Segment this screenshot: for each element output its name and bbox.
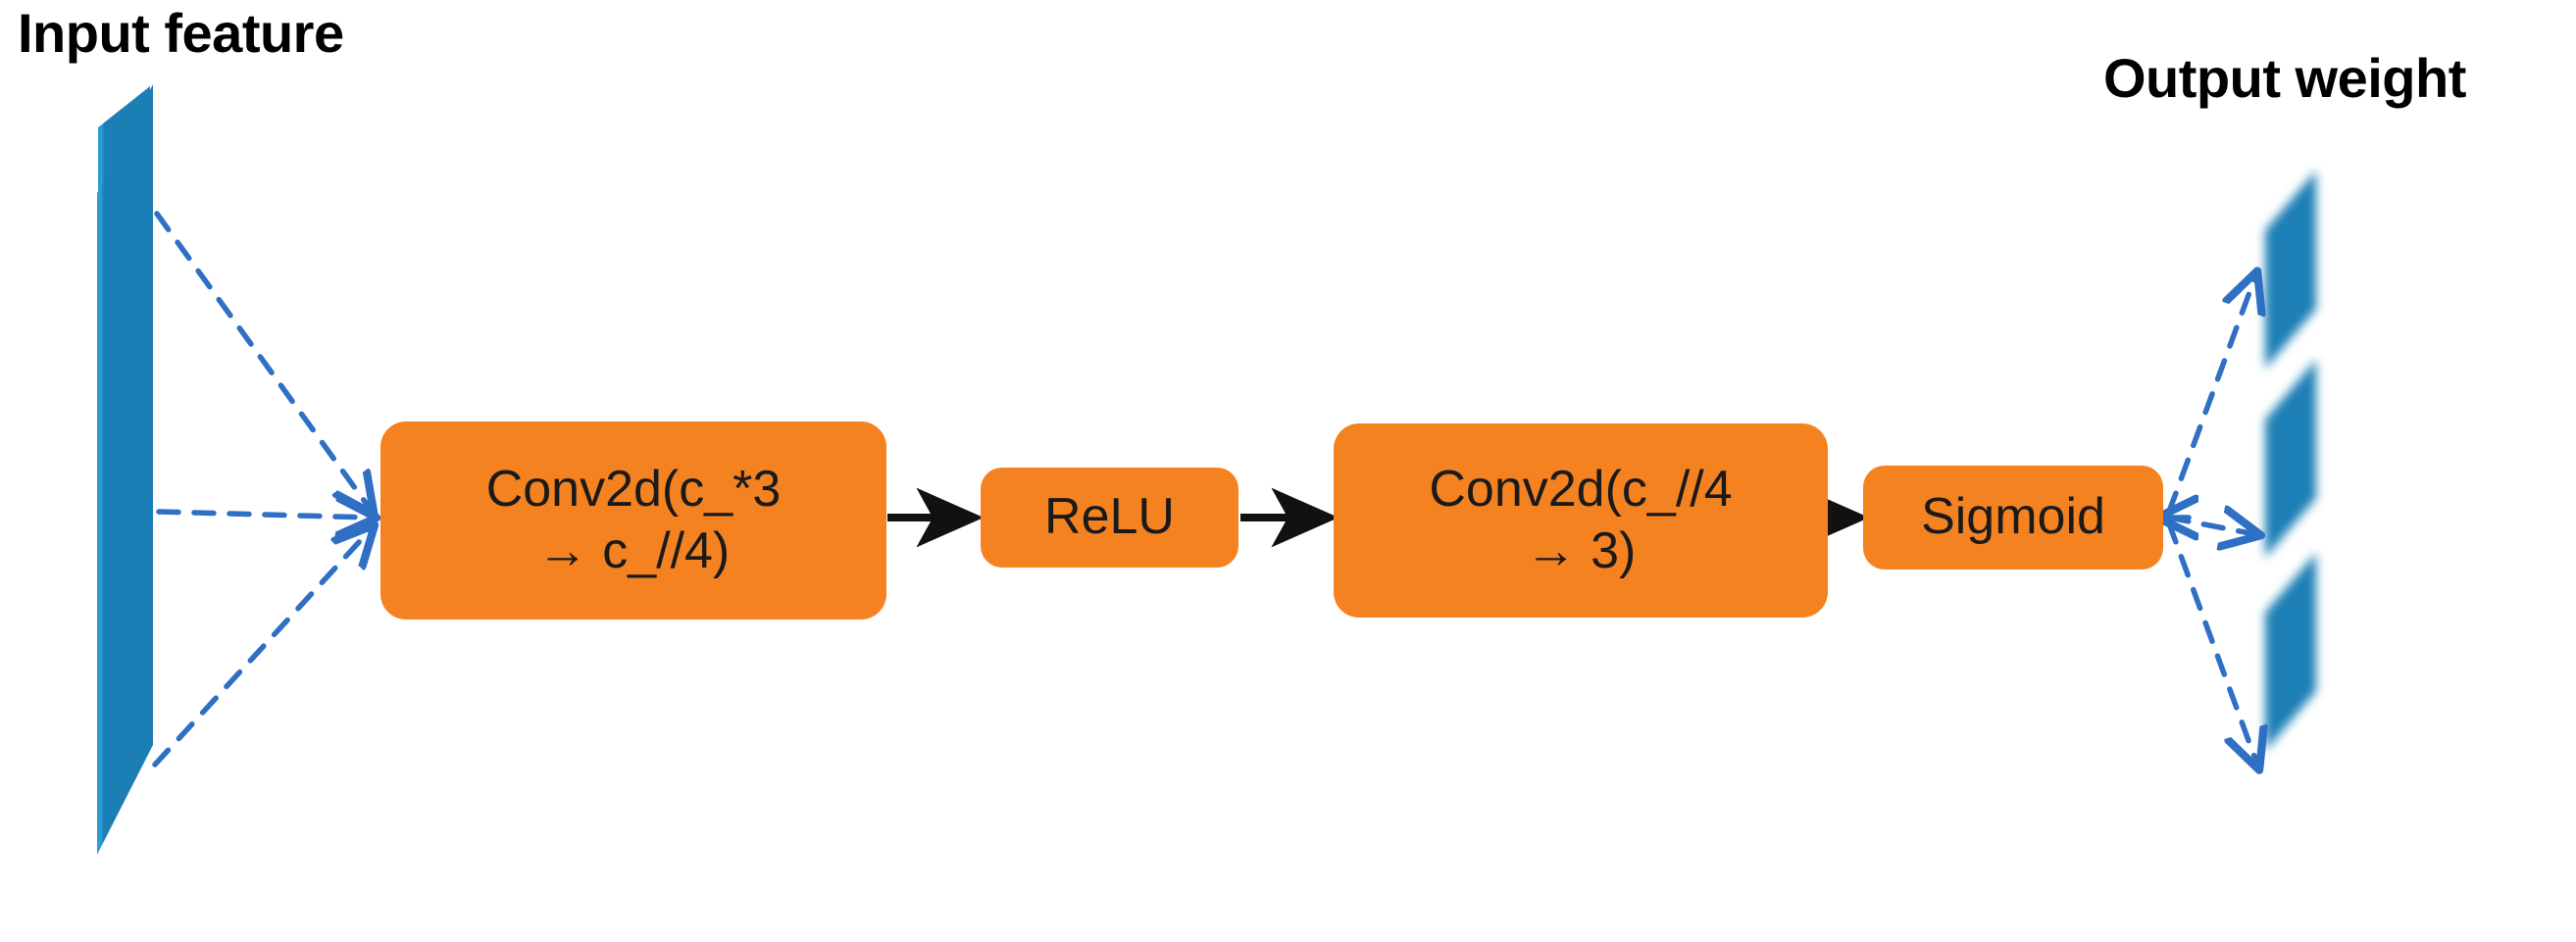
dashed-arrow-out-1 (2166, 276, 2255, 515)
output-weight-title: Output weight (2103, 47, 2466, 109)
conv2d-out-label: Conv2d(c_//4 → 3) (1429, 460, 1733, 579)
conv2d-in-label: Conv2d(c_*3 → c_//4) (485, 460, 782, 579)
dashed-arrow-in-2 (156, 512, 371, 518)
conv2d-out-block[interactable]: Conv2d(c_//4 → 3) (1334, 423, 1828, 618)
dashed-arrow-in-1 (154, 211, 371, 510)
relu-block[interactable]: ReLU (981, 468, 1238, 568)
dashed-fan-out (2163, 276, 2257, 765)
input-slabs (97, 84, 153, 855)
dashed-arrow-out-3 (2166, 521, 2257, 765)
dashed-arrow-in-3 (152, 529, 371, 768)
conv2d-in-block[interactable]: Conv2d(c_*3 → c_//4) (380, 421, 886, 620)
sigmoid-label: Sigmoid (1921, 488, 2105, 546)
output-feature-group (2265, 171, 2316, 751)
output-slab-top (2265, 171, 2316, 369)
input-feature-title: Input feature (18, 2, 344, 64)
relu-label: ReLU (1044, 488, 1175, 546)
output-slab-bottom (2265, 553, 2316, 751)
sigmoid-block[interactable]: Sigmoid (1863, 466, 2163, 570)
input-slab-bottom (97, 469, 153, 855)
output-slab-middle (2265, 360, 2316, 558)
dashed-fan-in (152, 211, 371, 768)
